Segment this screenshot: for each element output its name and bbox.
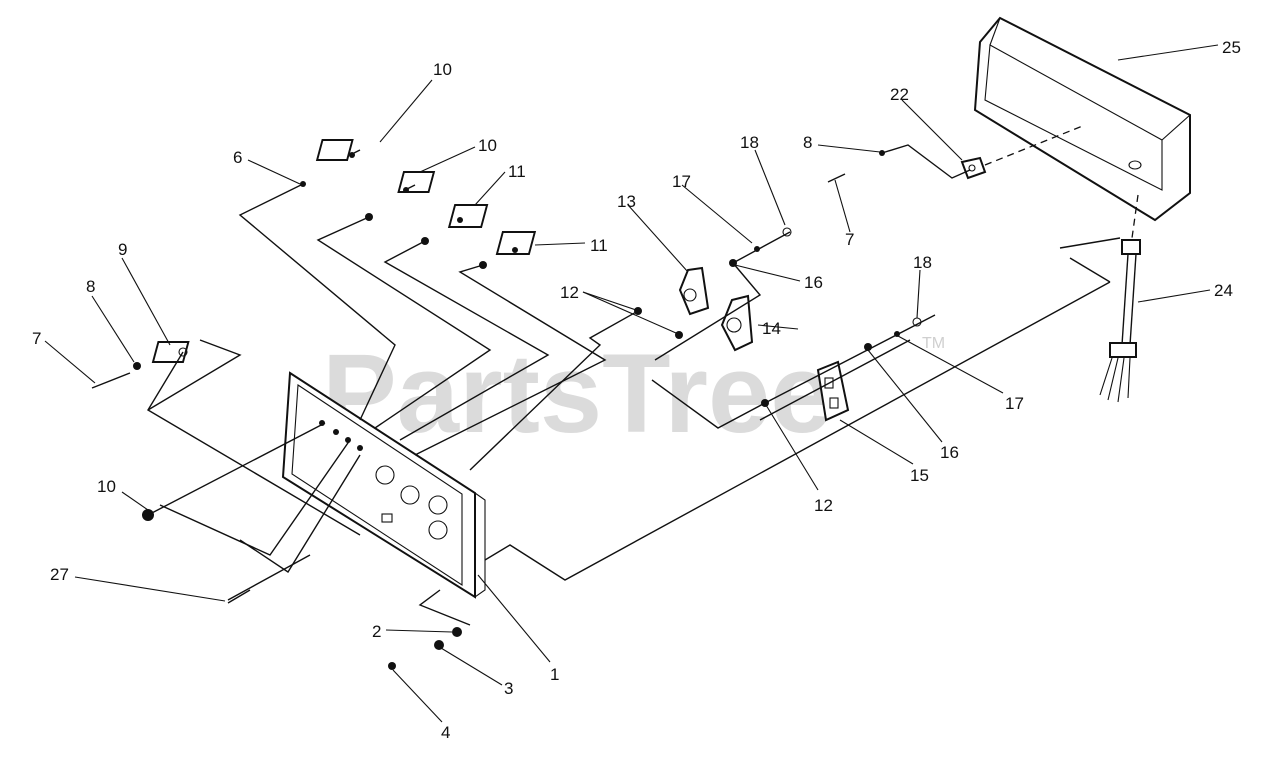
callout-7-right: 7 — [845, 230, 854, 249]
switch-part-9 — [151, 341, 190, 363]
housing-box — [973, 16, 1191, 222]
callout-15: 15 — [910, 466, 929, 485]
callout-13: 13 — [617, 192, 636, 211]
leader-lines — [44, 44, 1219, 723]
callout-10-middle: 10 — [478, 136, 497, 155]
rocker-switch-lower — [495, 231, 537, 255]
callout-18-lower: 18 — [913, 253, 932, 272]
callout-11-upper: 11 — [508, 162, 526, 181]
callout-10-left: 10 — [97, 477, 116, 496]
callout-7-left: 7 — [32, 329, 41, 348]
rocker-switch-upper — [447, 204, 489, 228]
plug-part-22 — [960, 156, 987, 180]
control-panel-plate — [281, 371, 486, 599]
alignment-line-24 — [1131, 194, 1139, 239]
wire-harness — [1099, 239, 1141, 403]
callout-8-right: 8 — [803, 133, 812, 152]
alignment-line-22 — [984, 124, 1086, 166]
callout-8-left: 8 — [86, 277, 95, 296]
watermark-trademark: TM — [922, 335, 945, 352]
callout-4: 4 — [441, 723, 450, 742]
callout-6: 6 — [233, 148, 242, 167]
assembly-lines — [147, 144, 1121, 626]
callout-16-upper: 16 — [804, 273, 823, 292]
callout-12-upper: 12 — [560, 283, 579, 302]
callout-14: 14 — [762, 319, 781, 338]
callout-22: 22 — [890, 85, 909, 104]
callout-18-upper: 18 — [740, 133, 759, 152]
watermark-text: PartsTree — [322, 331, 833, 456]
callout-16-lower: 16 — [940, 443, 959, 462]
callout-1: 1 — [550, 665, 559, 684]
callout-27: 27 — [50, 565, 69, 584]
callout-17-upper: 17 — [672, 172, 691, 191]
callout-2: 2 — [372, 622, 381, 641]
callout-3: 3 — [504, 679, 513, 698]
callout-9: 9 — [118, 240, 127, 259]
callout-25: 25 — [1222, 38, 1241, 57]
toggle-switch-lower — [397, 171, 436, 193]
callout-24: 24 — [1214, 281, 1233, 300]
callout-11-lower: 11 — [590, 236, 608, 255]
toggle-switch-upper — [315, 139, 361, 161]
callout-10-upper: 10 — [433, 60, 452, 79]
callout-17-lower: 17 — [1005, 394, 1024, 413]
receptacle-part-13 — [678, 266, 710, 316]
callout-12-lower: 12 — [814, 496, 833, 515]
receptacle-part-14 — [720, 294, 754, 352]
